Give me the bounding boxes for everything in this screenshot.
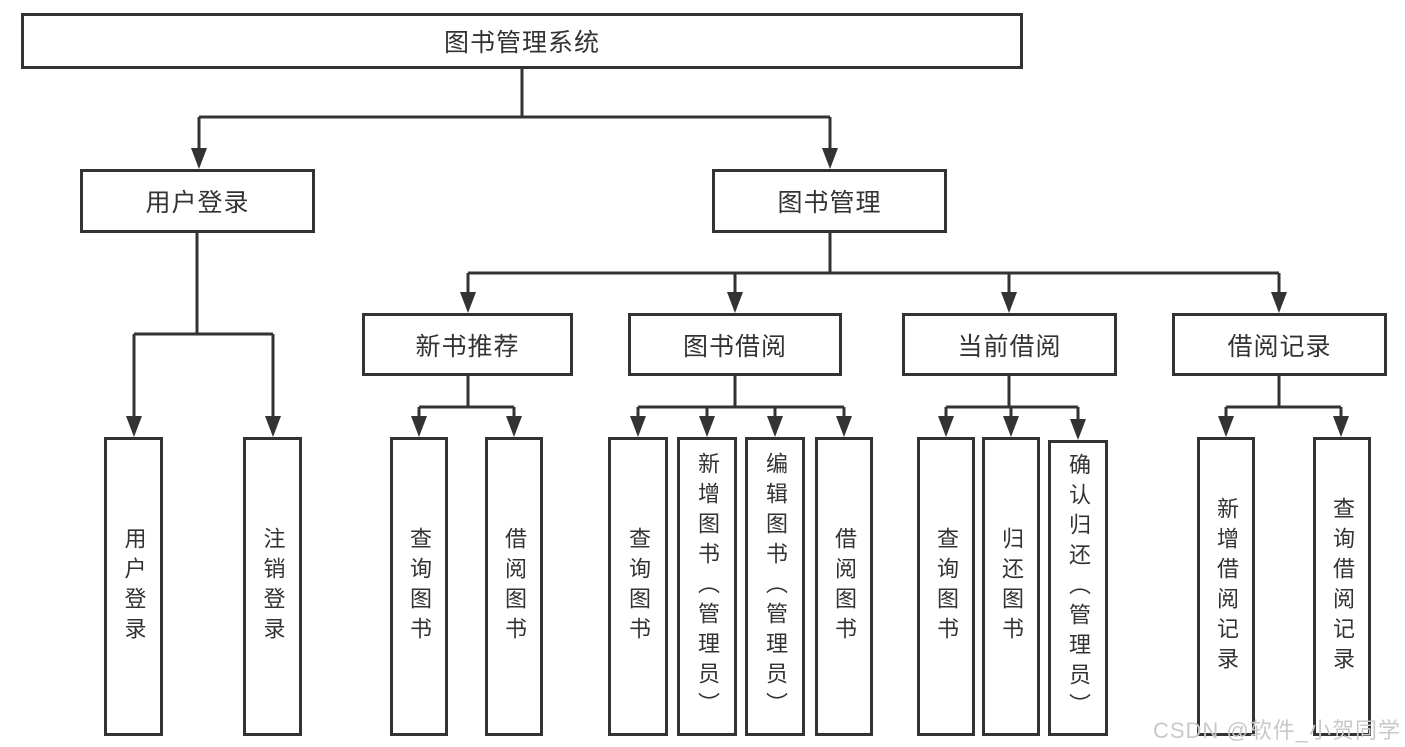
connector-root-to-level2 [191,69,838,169]
node-book-borrow: 图书借阅 [628,313,842,376]
connector-borrowrecord-to-leaves [1218,376,1349,437]
leaf-query-book-borrow: 查询图书 [608,437,668,736]
leaf-borrow-book-recommend-label: 借阅图书 [502,526,527,647]
leaf-add-borrow-record-label: 新增借阅记录 [1214,496,1239,677]
leaf-query-book-borrow-label: 查询图书 [626,526,651,647]
node-current-borrow-label: 当前借阅 [957,332,1062,361]
node-book-management: 图书管理 [712,169,947,233]
node-user-login: 用户登录 [80,169,315,233]
leaf-add-borrow-record: 新增借阅记录 [1197,437,1255,736]
connector-currentborrow-to-leaves [938,376,1086,440]
leaf-return-book-label: 归还图书 [999,526,1024,647]
node-current-borrow: 当前借阅 [902,313,1117,376]
leaf-add-book-admin-label: 新增图书（管理员） [695,451,720,722]
leaf-logout-label: 注销登录 [260,526,286,647]
leaf-query-book-recommend-label: 查询图书 [407,526,432,647]
csdn-watermark: CSDN @软件_小贺同学 [1152,718,1401,743]
leaf-return-book: 归还图书 [982,437,1040,736]
node-root: 图书管理系统 [21,13,1023,69]
leaf-add-book-admin: 新增图书（管理员） [677,437,737,736]
leaf-query-book-recommend: 查询图书 [390,437,448,736]
leaf-borrow-book-recommend: 借阅图书 [485,437,543,736]
leaf-edit-book-admin-label: 编辑图书（管理员） [763,451,788,722]
leaf-borrow-book-label: 借阅图书 [832,526,857,647]
node-new-book-recommend-label: 新书推荐 [415,332,520,361]
node-book-management-label: 图书管理 [777,189,882,217]
node-book-borrow-label: 图书借阅 [682,332,787,361]
leaf-query-borrow-record: 查询借阅记录 [1313,437,1371,736]
leaf-query-book-current-label: 查询图书 [934,526,959,647]
connector-newbook-to-leaves [411,376,522,437]
node-new-book-recommend: 新书推荐 [362,313,573,376]
connector-bookborrow-to-leaves [630,376,852,437]
node-user-login-label: 用户登录 [145,189,250,217]
connector-userlogin-to-leaves [126,233,281,437]
leaf-logout: 注销登录 [243,437,302,736]
node-root-label: 图书管理系统 [443,29,600,57]
leaf-query-book-current: 查询图书 [917,437,975,736]
leaf-user-login-label: 用户登录 [121,526,147,647]
leaf-confirm-return-admin-label: 确认归还（管理员） [1066,453,1091,723]
leaf-borrow-book: 借阅图书 [815,437,873,736]
node-borrow-record: 借阅记录 [1172,313,1387,376]
leaf-confirm-return-admin: 确认归还（管理员） [1048,440,1108,736]
node-borrow-record-label: 借阅记录 [1227,332,1332,361]
leaf-edit-book-admin: 编辑图书（管理员） [745,437,805,736]
leaf-user-login: 用户登录 [104,437,163,736]
connector-bookmgmt-to-level3 [460,233,1287,313]
leaf-query-borrow-record-label: 查询借阅记录 [1330,496,1355,677]
